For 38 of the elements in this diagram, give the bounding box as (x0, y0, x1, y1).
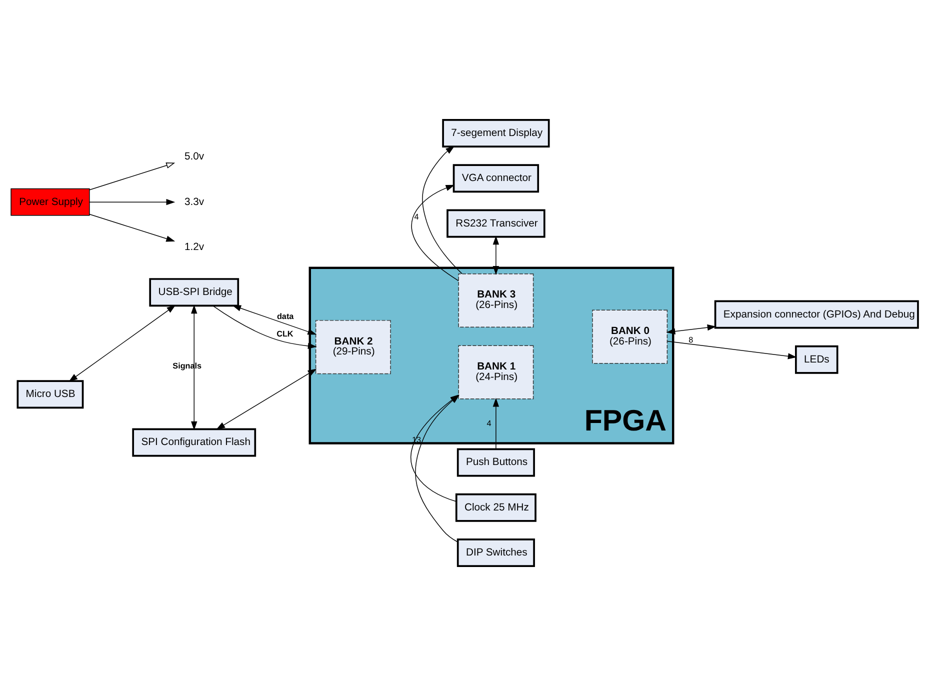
arrow (89, 162, 176, 190)
edge-label: 4 (486, 418, 492, 428)
arrow (667, 340, 797, 359)
edge-label: 8 (688, 334, 694, 344)
node-box: VGA connector (452, 164, 540, 192)
arrow (216, 368, 317, 430)
node-box: Expansion connector (GPIOs) And Debug (714, 300, 919, 328)
arrow (89, 213, 176, 242)
arrow (422, 146, 462, 274)
arrow (232, 304, 317, 334)
node-box: LEDs (795, 344, 838, 374)
node-text: 3.3v (184, 196, 204, 208)
node-box: RS232 Transciver (446, 208, 546, 238)
node-box: BANK 3 (26-Pins) (458, 272, 534, 327)
node-text: 1.2v (184, 241, 204, 252)
arrow (666, 324, 716, 334)
node-box: 7-segement Display (442, 118, 550, 148)
node-box: Clock 25 MHz (455, 492, 536, 522)
arrow (191, 304, 198, 430)
edge-label: CLK (276, 329, 294, 338)
arrow (492, 397, 500, 450)
edge-label: 4 (414, 212, 419, 222)
node-box: Micro USB (16, 380, 84, 408)
arrow (492, 235, 500, 274)
node-text: 5.0v (184, 151, 204, 162)
node-box: Push Buttons (456, 448, 535, 476)
node-box: BANK 2 (29-Pins) (315, 320, 391, 374)
node-box: USB-SPI Bridge (149, 278, 240, 306)
node-box: SPI Configuration Flash (132, 428, 256, 456)
arrow (212, 305, 317, 349)
node-box: BANK 0 (26-Pins) (592, 309, 668, 364)
node-box: Power Supply (10, 188, 90, 216)
arrow (89, 198, 176, 205)
edge-label: data (276, 311, 294, 320)
arrow (411, 184, 459, 281)
node-box: BANK 1 (24-Pins) (458, 344, 534, 399)
node-box: DIP Switches (456, 538, 535, 566)
arrow (68, 304, 176, 382)
